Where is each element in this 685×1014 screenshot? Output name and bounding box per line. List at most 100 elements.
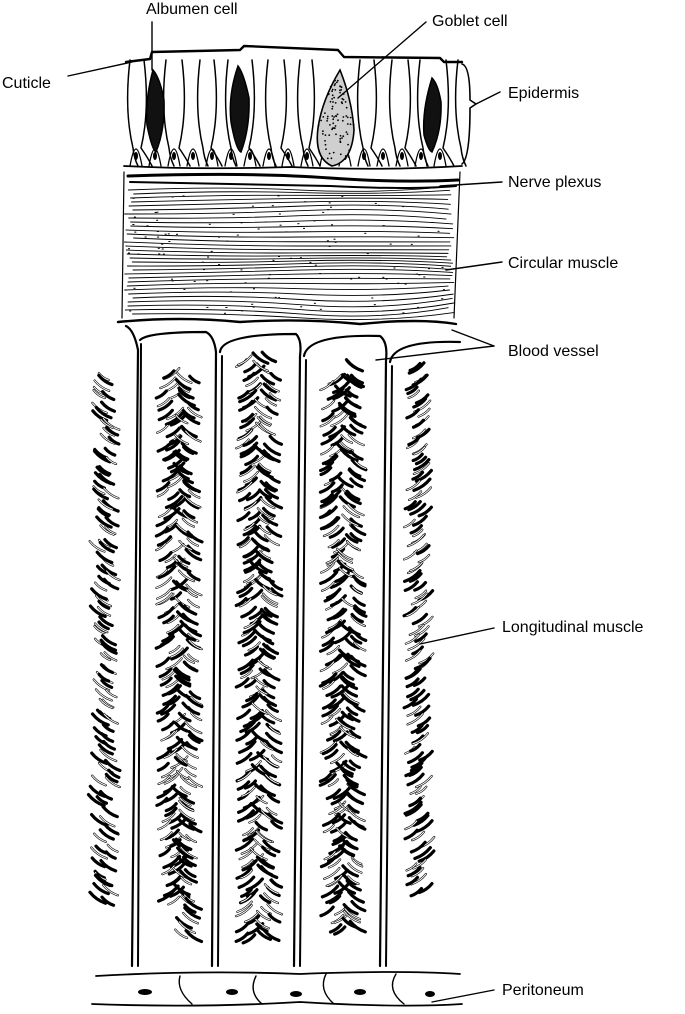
circular-speck bbox=[207, 257, 209, 258]
circular-speck bbox=[279, 214, 281, 215]
circular-speck bbox=[315, 265, 317, 266]
circular-muscle-left-edge bbox=[122, 172, 124, 318]
circular-speck bbox=[134, 288, 136, 289]
muscle-fiber bbox=[163, 722, 174, 730]
muscle-fiber bbox=[105, 448, 115, 455]
nerve-plexus-leader bbox=[440, 182, 502, 186]
stipple-dot bbox=[322, 133, 324, 135]
circular-speck bbox=[438, 231, 440, 232]
epidermal-cell-wall bbox=[211, 60, 222, 166]
circular-speck bbox=[176, 234, 178, 235]
circular-speck bbox=[128, 253, 130, 254]
circular-speck bbox=[137, 254, 139, 255]
muscle-fiber bbox=[158, 763, 168, 770]
epidermal-cell-wall bbox=[390, 60, 400, 166]
stipple-dot bbox=[340, 153, 342, 155]
stipple-dot bbox=[333, 97, 335, 99]
muscle-fiber bbox=[346, 833, 357, 840]
stipple-dot bbox=[330, 86, 332, 88]
circular-speck bbox=[309, 262, 311, 263]
stipple-dot bbox=[339, 92, 341, 94]
circular-speck bbox=[273, 260, 275, 261]
stipple-dot bbox=[332, 89, 334, 91]
muscle-fiber bbox=[270, 436, 281, 444]
circular-speck bbox=[206, 280, 208, 281]
stipple-dot bbox=[343, 116, 345, 118]
cell-nucleus bbox=[438, 152, 442, 160]
circular-speck bbox=[418, 236, 420, 237]
stipple-dot bbox=[346, 107, 348, 109]
stipple-dot bbox=[345, 115, 347, 117]
cell-nucleus bbox=[362, 152, 366, 160]
stipple-dot bbox=[331, 129, 333, 131]
goblet-cell-label: Goblet cell bbox=[432, 13, 508, 30]
epidermal-cell-wall bbox=[198, 60, 208, 166]
peritoneal-nucleus bbox=[425, 991, 435, 997]
circular-fiber bbox=[132, 198, 448, 202]
circular-speck bbox=[133, 198, 135, 199]
muscle-fiber bbox=[328, 589, 340, 598]
stipple-dot bbox=[333, 116, 335, 118]
circular-fiber bbox=[129, 215, 446, 219]
stipple-dot bbox=[342, 135, 344, 137]
circular-speck bbox=[402, 312, 404, 313]
circular-speck bbox=[162, 249, 164, 250]
stipple-dot bbox=[334, 127, 336, 129]
epidermis-layer bbox=[124, 46, 466, 169]
circular-speck bbox=[441, 298, 443, 299]
epidermis-bracket bbox=[462, 64, 476, 164]
peritoneal-nucleus bbox=[138, 989, 152, 995]
circular-fiber bbox=[125, 210, 452, 215]
circular-speck bbox=[394, 268, 396, 269]
circular-speck bbox=[304, 201, 306, 202]
circular-speck bbox=[251, 304, 253, 305]
circular-speck bbox=[128, 248, 130, 249]
muscle-fiber bbox=[407, 669, 420, 678]
muscle-fiber bbox=[160, 849, 169, 856]
peritoneum-layer bbox=[92, 972, 462, 1006]
cell-nucleus bbox=[134, 152, 138, 160]
muscle-fiber bbox=[187, 585, 202, 595]
muscle-fiber bbox=[340, 622, 354, 632]
stipple-dot bbox=[334, 80, 336, 82]
circular-speck bbox=[275, 297, 277, 298]
circular-speck bbox=[209, 224, 211, 225]
circular-speck bbox=[423, 277, 425, 278]
cell-nucleus bbox=[305, 152, 309, 160]
stipple-dot bbox=[325, 134, 327, 136]
circular-speck bbox=[226, 241, 228, 242]
circular-speck bbox=[138, 262, 140, 263]
blood-vessel-label: Blood vessel bbox=[508, 343, 599, 360]
circular-fiber bbox=[132, 260, 452, 263]
circular-speck bbox=[145, 237, 147, 238]
stipple-dot bbox=[327, 118, 329, 120]
epidermal-cell-wall bbox=[443, 60, 454, 166]
muscle-fiber bbox=[350, 469, 360, 476]
circular-muscle-fibers bbox=[124, 186, 453, 320]
circular-speck bbox=[320, 309, 322, 310]
muscle-fiber bbox=[103, 807, 117, 817]
stipple-dot bbox=[327, 93, 329, 95]
circular-speck bbox=[383, 225, 385, 226]
circular-speck bbox=[322, 212, 324, 213]
circular-fiber bbox=[129, 201, 450, 206]
blood-vessel-leader-2 bbox=[452, 330, 494, 346]
circular-fiber bbox=[128, 278, 450, 282]
stipple-dot bbox=[331, 90, 333, 92]
muscle-fiber bbox=[354, 598, 364, 605]
circular-speck bbox=[418, 274, 420, 275]
circular-speck bbox=[314, 303, 316, 304]
peritoneum-bottom bbox=[92, 1002, 462, 1006]
circular-fiber bbox=[131, 226, 453, 229]
circular-speck bbox=[374, 304, 376, 305]
circular-speck bbox=[327, 240, 329, 241]
epidermis-label: Epidermis bbox=[508, 85, 579, 102]
epidermal-cell-wall bbox=[405, 60, 416, 166]
circular-speck bbox=[211, 251, 213, 252]
circular-speck bbox=[431, 222, 433, 223]
circular-fiber bbox=[126, 230, 450, 233]
stipple-dot bbox=[326, 120, 328, 122]
stipple-dot bbox=[324, 112, 326, 114]
muscle-fiber bbox=[106, 852, 115, 858]
circular-fiber bbox=[129, 274, 452, 278]
